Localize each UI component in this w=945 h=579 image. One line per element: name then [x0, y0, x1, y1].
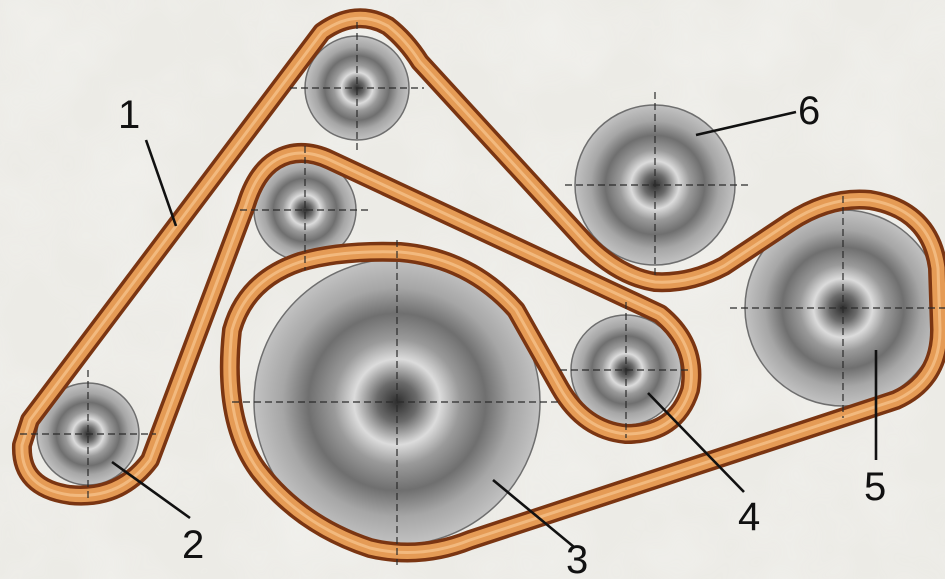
leader-4	[647, 392, 745, 493]
leader-lines	[111, 110, 878, 549]
center-lines	[20, 22, 945, 565]
leader-2	[111, 460, 191, 520]
callout-labels: 1 2 3 4 5 6	[118, 89, 886, 579]
label-5: 5	[864, 465, 886, 509]
leader-3	[492, 478, 575, 549]
label-6: 6	[798, 89, 820, 133]
belt-highlight	[20, 16, 942, 554]
label-4: 4	[738, 495, 760, 539]
label-2: 2	[182, 523, 204, 567]
belt-visible	[11, 8, 945, 563]
leader-6	[695, 110, 797, 137]
label-1: 1	[118, 93, 140, 137]
leader-1	[144, 139, 178, 227]
label-3: 3	[566, 538, 588, 579]
